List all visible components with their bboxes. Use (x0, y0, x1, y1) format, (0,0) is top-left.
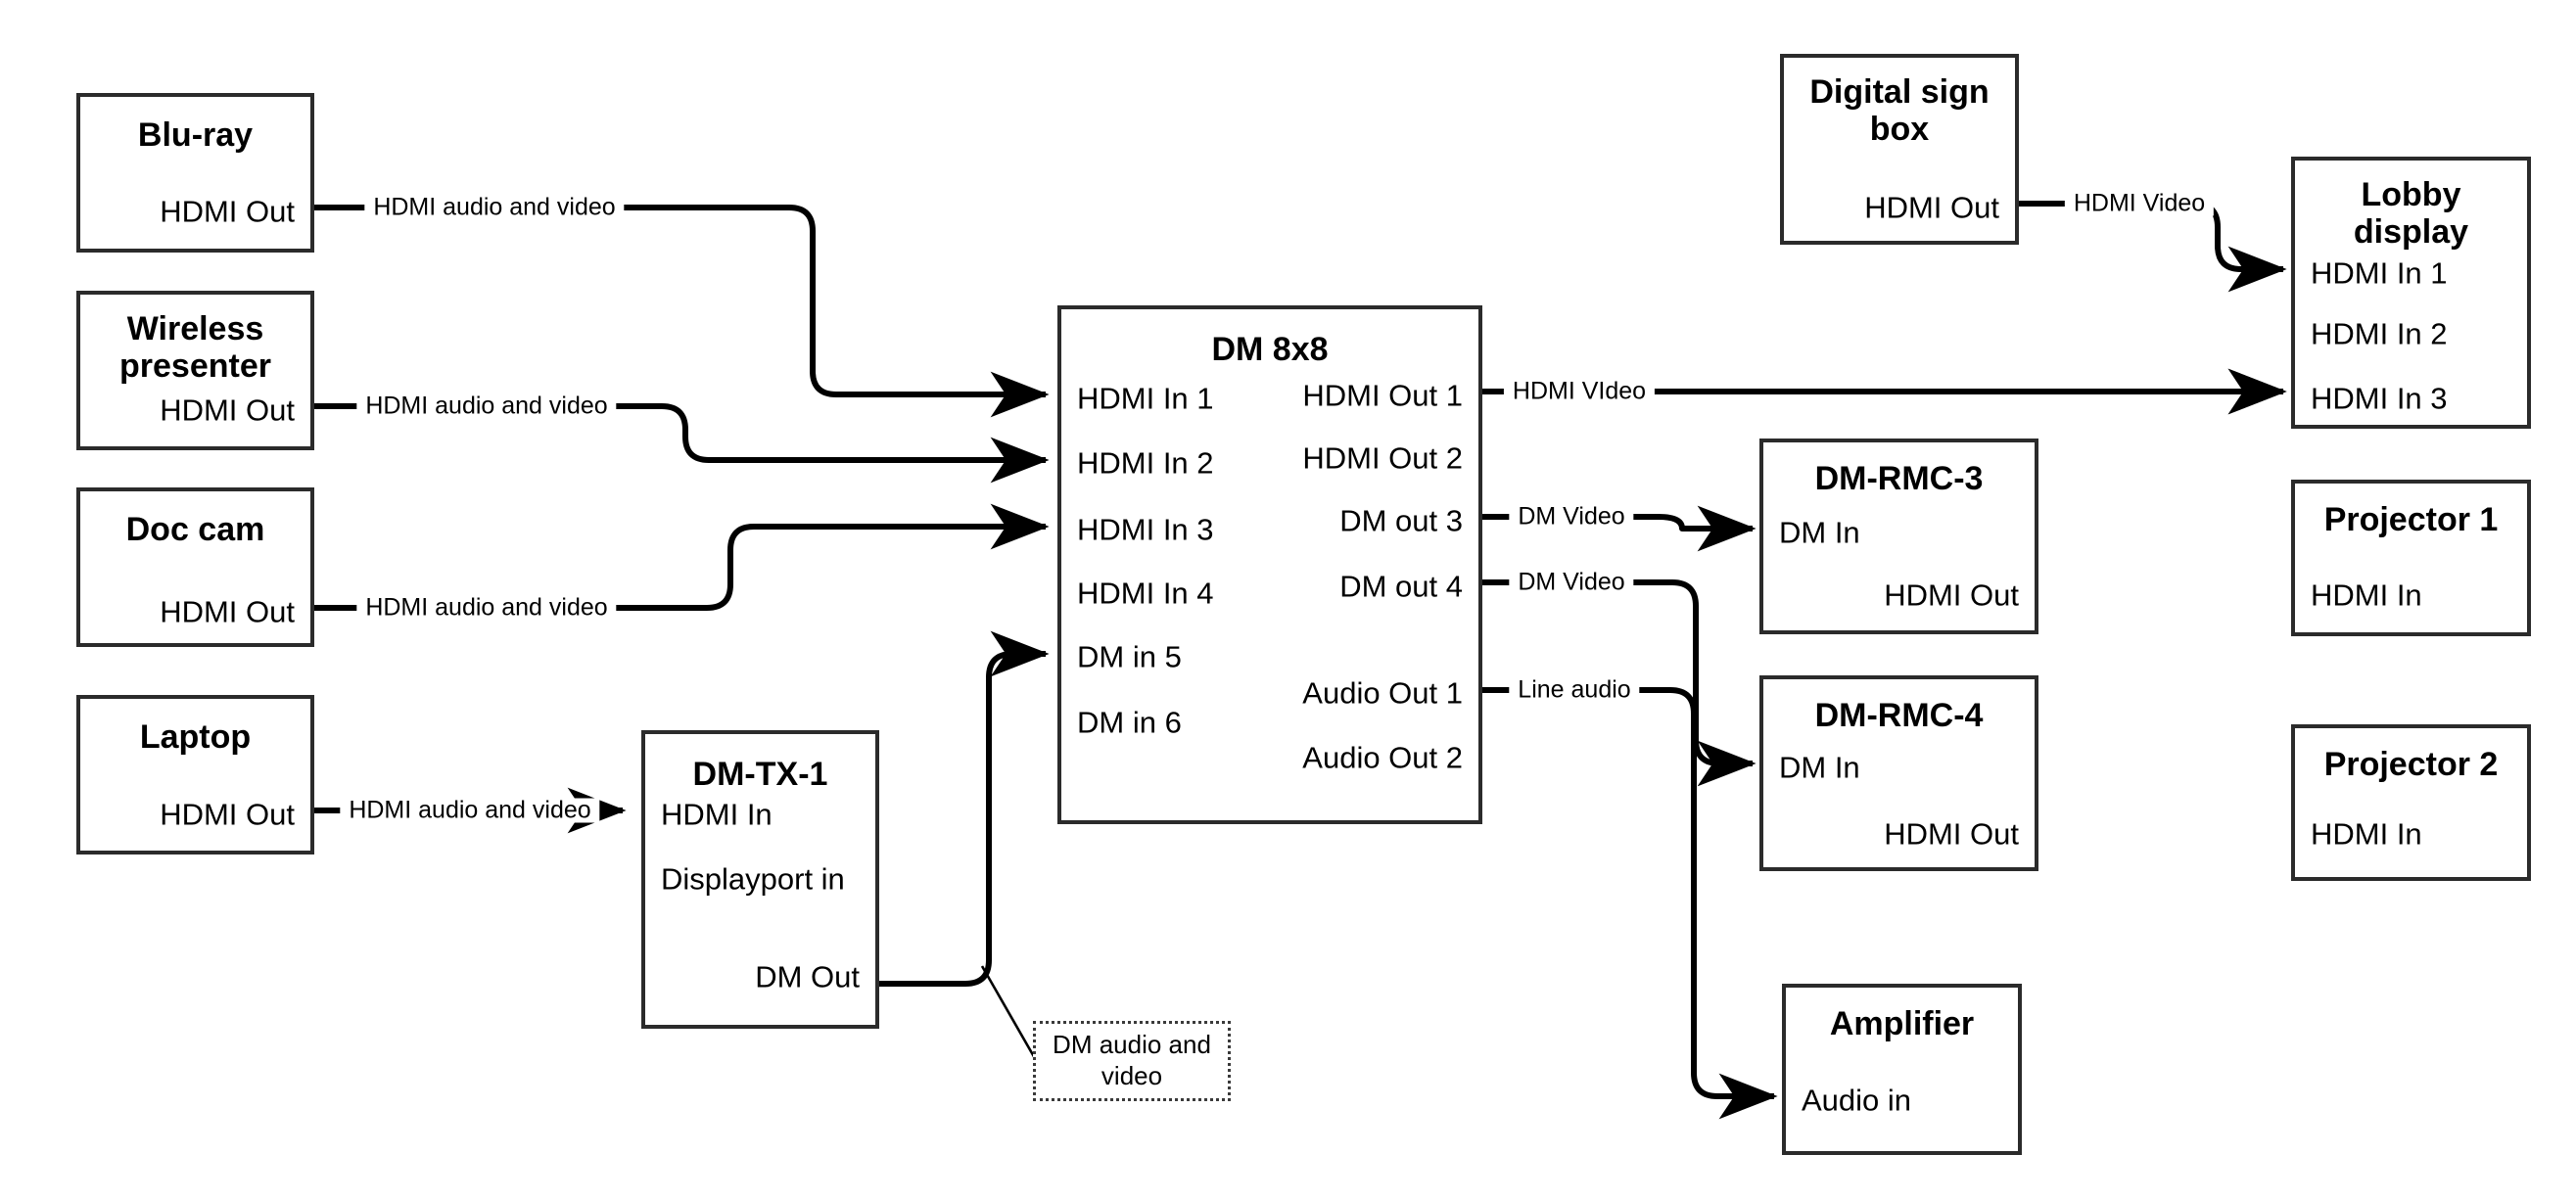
node-dm-rmc-4-title: DM-RMC-4 (1814, 697, 1984, 734)
port-doccam-hdmi-out[interactable]: HDMI Out (160, 594, 295, 629)
node-digital-sign-box-title: Digital sign box (1809, 73, 1990, 149)
node-digital-sign-box[interactable]: Digital sign box HDMI Out (1780, 54, 2019, 245)
wire-label-dm-video-3: DM Video (1509, 504, 1634, 530)
node-laptop-title: Laptop (139, 718, 252, 756)
node-doc-cam-title: Doc cam (125, 511, 265, 548)
port-dm8x8-hdmi-in-3[interactable]: HDMI In 3 (1077, 512, 1214, 547)
node-dm-rmc-3[interactable]: DM-RMC-3 DM In HDMI Out (1759, 439, 2038, 634)
port-dm8x8-dm-out-3[interactable]: DM out 3 (1339, 503, 1463, 538)
node-dm-tx-1-title: DM-TX-1 (692, 756, 828, 793)
callout-leader-line (980, 965, 1042, 1068)
port-digitalsign-hdmi-out[interactable]: HDMI Out (1864, 190, 1999, 225)
node-lobby-display-title: Lobby display (2353, 176, 2469, 252)
node-dm-rmc-3-title: DM-RMC-3 (1814, 460, 1984, 497)
wire-label-hdmi-video: HDMI VIdeo (1503, 379, 1656, 404)
port-laptop-hdmi-out[interactable]: HDMI Out (160, 797, 295, 832)
port-dmtx1-hdmi-in[interactable]: HDMI In (661, 797, 773, 832)
node-projector-1-title: Projector 1 (2323, 501, 2499, 538)
node-projector-2-title: Projector 2 (2323, 746, 2499, 783)
port-dmrmc4-hdmi-out[interactable]: HDMI Out (1884, 816, 2019, 852)
port-dm8x8-audio-out-2[interactable]: Audio Out 2 (1302, 740, 1463, 775)
node-lobby-display[interactable]: Lobby display HDMI In 1 HDMI In 2 HDMI I… (2291, 157, 2531, 429)
port-dm8x8-hdmi-out-2[interactable]: HDMI Out 2 (1302, 440, 1463, 476)
node-dm-tx-1[interactable]: DM-TX-1 HDMI In Displayport in DM Out (641, 730, 879, 1029)
port-lobby-hdmi-in-3[interactable]: HDMI In 3 (2311, 381, 2448, 416)
port-wireless-hdmi-out[interactable]: HDMI Out (160, 393, 295, 428)
node-bluray-title: Blu-ray (137, 116, 254, 154)
callout-dm-audio-and-video: DM audio and video (1033, 1021, 1231, 1101)
node-wireless-presenter-title: Wireless presenter (119, 310, 271, 386)
node-wireless-presenter[interactable]: Wireless presenter HDMI Out (76, 291, 314, 450)
wire-label-sign-to-lobby: HDMI Video (2064, 191, 2215, 216)
port-dm8x8-hdmi-in-1[interactable]: HDMI In 1 (1077, 381, 1214, 416)
wire-label-laptop: HDMI audio and video (340, 798, 600, 823)
wire-dm8x8-audioout1-to-amp (1481, 687, 1778, 1120)
wire-label-bluray: HDMI audio and video (364, 195, 625, 220)
node-projector-2[interactable]: Projector 2 HDMI In (2291, 724, 2531, 881)
wire-bluray-to-dm8x8 (313, 205, 1050, 418)
node-dm-8x8[interactable]: DM 8x8 HDMI In 1 HDMI In 2 HDMI In 3 HDM… (1057, 305, 1482, 824)
wire-dm8x8-dmout4-to-rmc4 (1481, 579, 1756, 787)
port-dmtx1-dm-out[interactable]: DM Out (755, 959, 860, 994)
node-amplifier[interactable]: Amplifier Audio in (1782, 984, 2022, 1155)
port-projector1-hdmi-in[interactable]: HDMI In (2311, 577, 2422, 613)
port-projector2-hdmi-in[interactable]: HDMI In (2311, 816, 2422, 852)
port-dmrmc3-hdmi-out[interactable]: HDMI Out (1884, 577, 2019, 613)
wire-label-doccam: HDMI audio and video (356, 595, 617, 621)
port-dm8x8-hdmi-in-2[interactable]: HDMI In 2 (1077, 445, 1214, 481)
port-dm8x8-dm-out-4[interactable]: DM out 4 (1339, 569, 1463, 604)
port-dm8x8-dm-in-5[interactable]: DM in 5 (1077, 639, 1182, 674)
node-bluray[interactable]: Blu-ray HDMI Out (76, 93, 314, 253)
port-lobby-hdmi-in-2[interactable]: HDMI In 2 (2311, 316, 2448, 351)
port-dm8x8-hdmi-out-1[interactable]: HDMI Out 1 (1302, 378, 1463, 413)
port-dmrmc4-dm-in[interactable]: DM In (1779, 750, 1860, 785)
wire-label-line-audio: Line audio (1509, 677, 1640, 703)
wire-label-dm-video-4: DM Video (1509, 570, 1634, 595)
wire-label-wireless: HDMI audio and video (356, 393, 617, 419)
node-amplifier-title: Amplifier (1829, 1005, 1975, 1042)
port-dmrmc3-dm-in[interactable]: DM In (1779, 515, 1860, 550)
node-laptop[interactable]: Laptop HDMI Out (76, 695, 314, 855)
port-lobby-hdmi-in-1[interactable]: HDMI In 1 (2311, 255, 2448, 291)
node-projector-1[interactable]: Projector 1 HDMI In (2291, 480, 2531, 636)
node-dm-rmc-4[interactable]: DM-RMC-4 DM In HDMI Out (1759, 675, 2038, 871)
port-dm8x8-dm-in-6[interactable]: DM in 6 (1077, 705, 1182, 740)
port-bluray-hdmi-out[interactable]: HDMI Out (160, 194, 295, 229)
node-doc-cam[interactable]: Doc cam HDMI Out (76, 487, 314, 647)
port-dmtx1-displayport-in[interactable]: Displayport in (661, 861, 845, 897)
port-amplifier-audio-in[interactable]: Audio in (1802, 1083, 1912, 1118)
node-dm-8x8-title: DM 8x8 (1211, 331, 1329, 368)
port-dm8x8-hdmi-in-4[interactable]: HDMI In 4 (1077, 576, 1214, 611)
port-dm8x8-audio-out-1[interactable]: Audio Out 1 (1302, 675, 1463, 711)
